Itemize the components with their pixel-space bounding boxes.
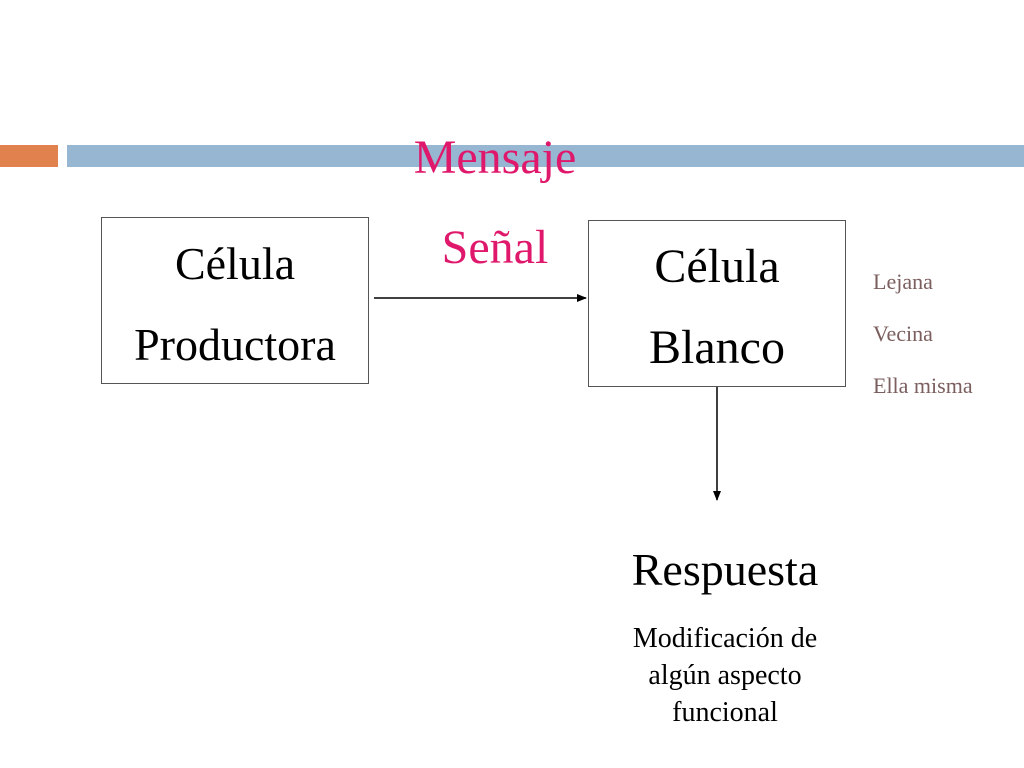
response-description-line: algún aspecto [648,660,802,691]
signal-type-item: Lejana [873,269,933,294]
signal-label-message: Mensaje [413,131,577,184]
target-cell-line1: Célula [654,240,780,293]
header-accent-orange [0,145,58,167]
header-accent-blue [67,145,1024,167]
producer-cell-line2: Productora [134,319,336,370]
signal-type-item: Vecina [873,321,933,346]
signal-type-item: Ella misma [873,373,973,398]
response-description-line: Modificación de [632,623,818,654]
signal-types-list: Lejana Vecina Ella misma [873,256,973,412]
response-description: Modificación de algún aspecto funcional [580,620,870,731]
producer-cell-box: Célula Productora [101,217,369,384]
signal-label-signal: Señal [441,221,549,274]
response-title: Respuesta [631,544,819,595]
response-description-line: funcional [672,697,778,728]
target-cell-line2: Blanco [649,321,785,374]
producer-cell-line1: Célula [174,238,296,289]
target-cell-box: Célula Blanco [588,220,846,387]
